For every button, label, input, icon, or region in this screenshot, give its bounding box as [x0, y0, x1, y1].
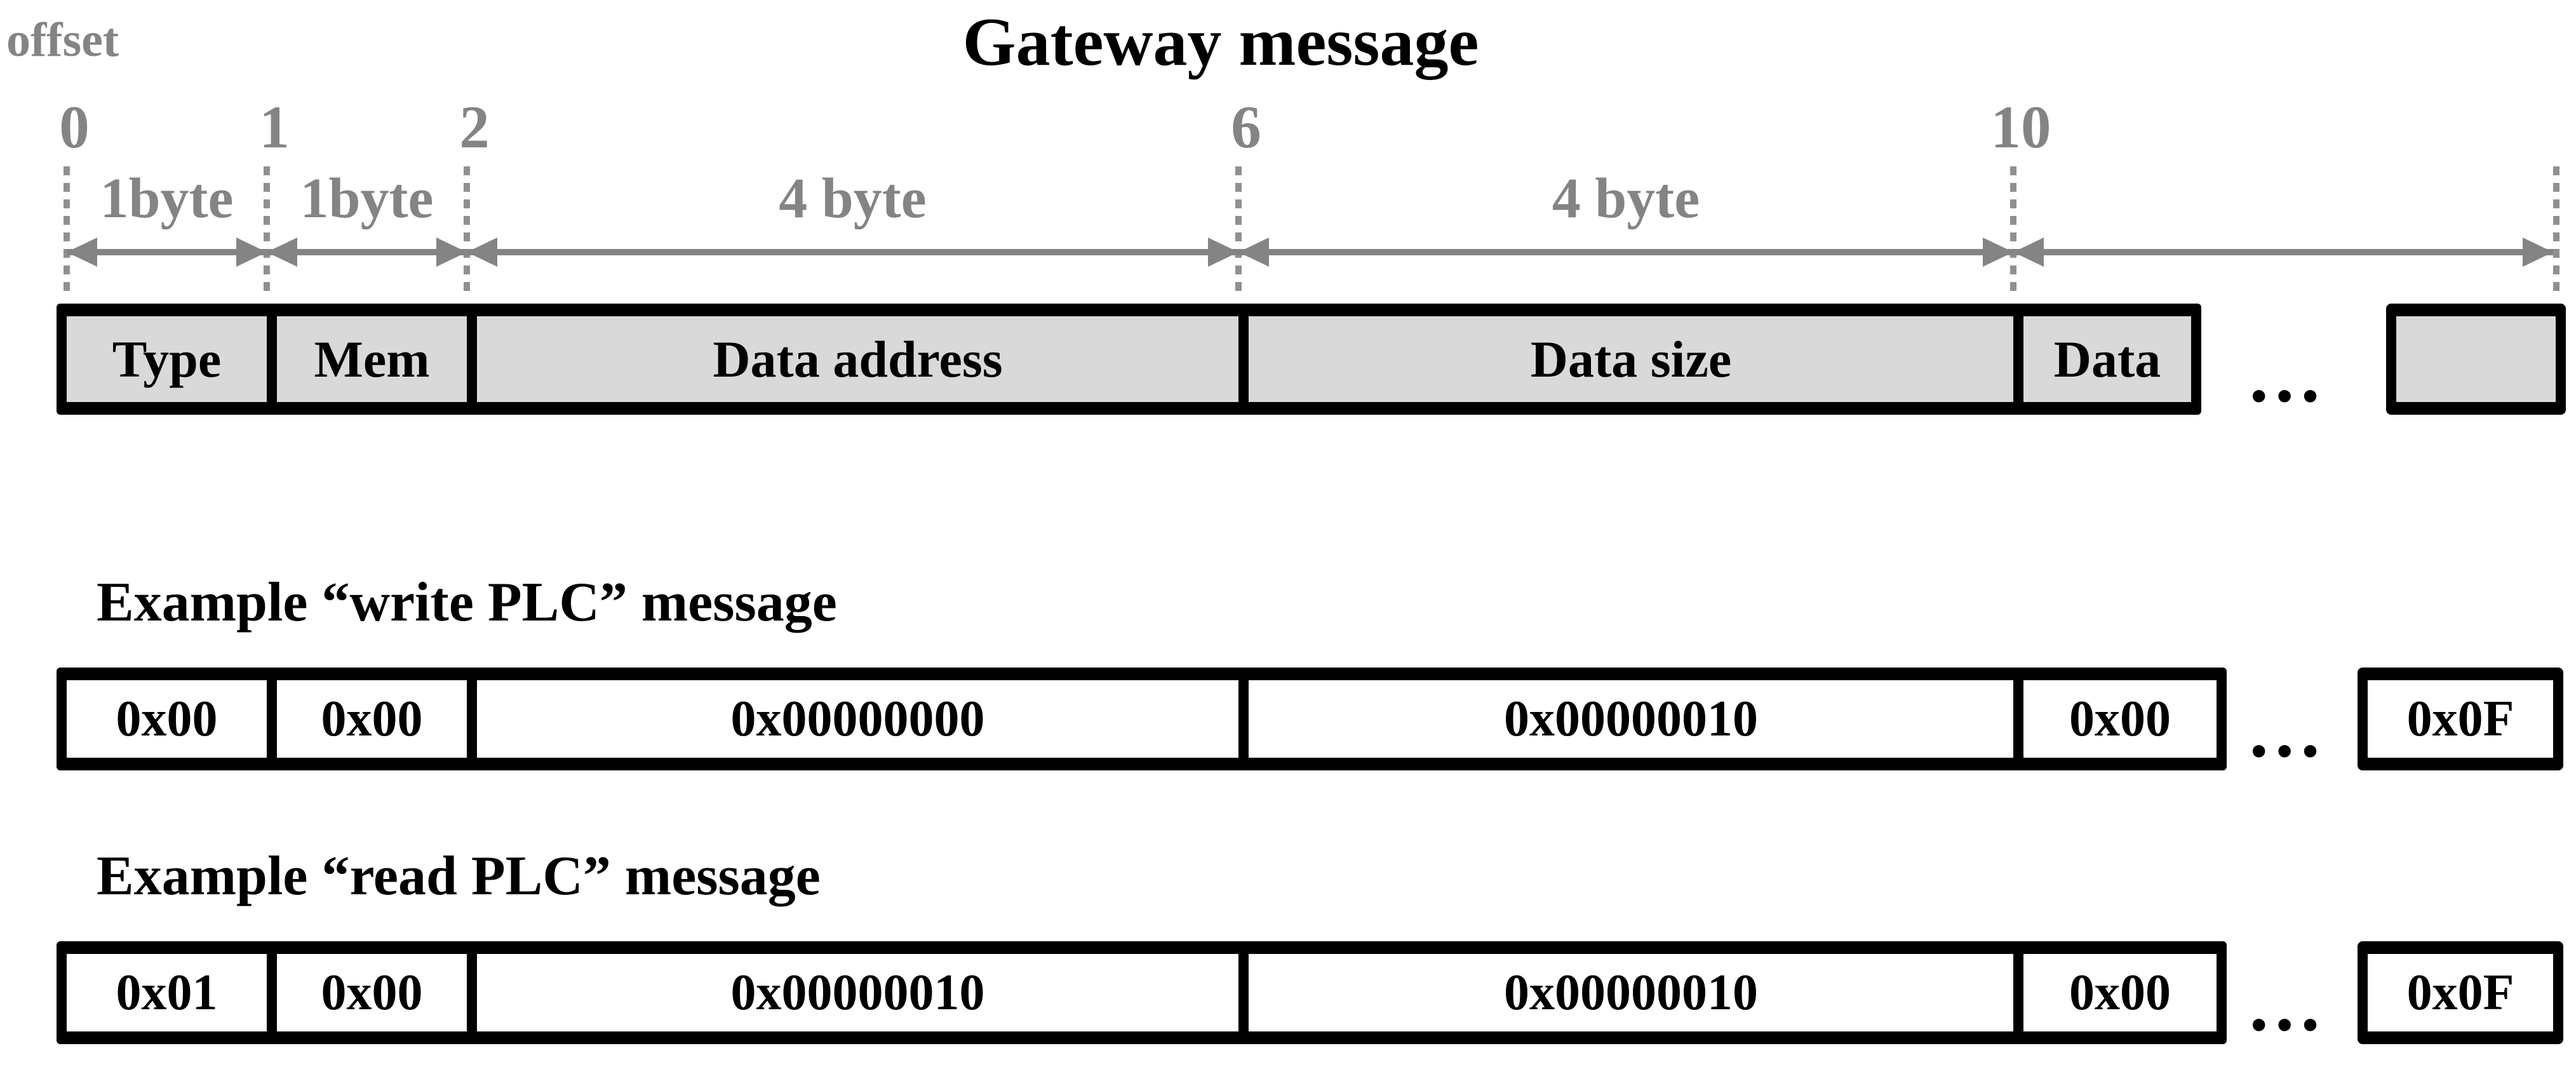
arrowhead-left-icon — [267, 238, 297, 267]
offset-value-label: 6 — [1231, 93, 1261, 161]
read-example-heading: Example “read PLC” message — [97, 845, 821, 907]
field-cell: Data address — [477, 316, 1238, 402]
field-cell: Data — [2023, 316, 2191, 402]
offset-value-label: 0 — [59, 93, 90, 161]
ellipsis: … — [2246, 333, 2326, 418]
arrowhead-left-icon — [67, 238, 97, 267]
ellipsis: … — [2246, 962, 2326, 1047]
arrowhead-right-icon — [1983, 238, 2013, 267]
arrowhead-right-icon — [236, 238, 267, 267]
field-cell: Type — [67, 316, 267, 402]
offset-tick-line — [2553, 166, 2559, 293]
offset-tick-line — [64, 166, 70, 293]
field-cell: 0x00 — [2023, 954, 2217, 1031]
arrowhead-right-icon — [2523, 238, 2553, 267]
offset-tick-line — [1235, 166, 1242, 293]
byte-span-label: 1byte — [300, 167, 434, 230]
byte-span-label: 1byte — [100, 167, 234, 230]
field-cell: 0x00 — [277, 954, 467, 1031]
offset-tick-line — [2010, 166, 2016, 293]
field-cell: 0x00 — [277, 680, 467, 758]
offset-value-label: 1 — [259, 93, 290, 161]
byte-span-label: 4 byte — [1552, 167, 1700, 230]
trailing-value-cell: 0x0F — [2358, 941, 2563, 1044]
offset-value-label: 10 — [1990, 93, 2051, 161]
field-cell: 0x01 — [67, 954, 267, 1031]
byte-span-label: 4 byte — [779, 167, 927, 230]
arrowhead-left-icon — [1238, 238, 1269, 267]
arrowhead-left-icon — [467, 238, 497, 267]
trailing-value-cell: 0x0F — [2358, 668, 2563, 770]
field-cell: Data size — [1249, 316, 2013, 402]
offset-tick-line — [264, 166, 270, 293]
arrowhead-right-icon — [1208, 238, 1238, 267]
offset-axis-label: offset — [6, 13, 119, 67]
field-cell: 0x00000010 — [477, 954, 1238, 1031]
field-cell: 0x00000000 — [477, 680, 1238, 758]
arrowhead-right-icon — [436, 238, 467, 267]
offset-value-label: 2 — [459, 93, 490, 161]
ellipsis: … — [2246, 688, 2326, 773]
offset-tick-line — [464, 166, 470, 293]
field-cell: 0x00000010 — [1249, 680, 2013, 758]
field-cell: Mem — [277, 316, 467, 402]
field-cell: 0x00 — [2023, 680, 2217, 758]
continuation-cell — [2386, 304, 2566, 415]
write-example-heading: Example “write PLC” message — [97, 572, 837, 633]
field-cell: 0x00000010 — [1249, 954, 2013, 1031]
field-cell: 0x00 — [67, 680, 267, 758]
arrowhead-left-icon — [2013, 238, 2044, 267]
diagram-title: Gateway message — [962, 4, 1479, 80]
byte-span-arrow — [67, 249, 2553, 255]
